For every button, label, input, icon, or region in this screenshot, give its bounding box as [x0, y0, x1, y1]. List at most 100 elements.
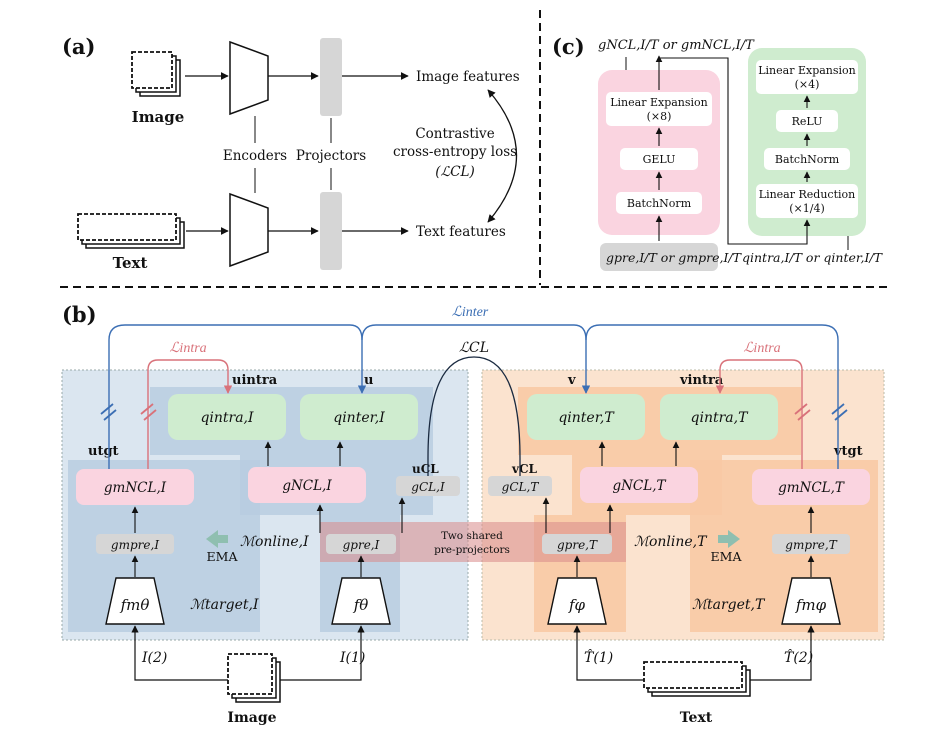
- panel-c: (c) gNCL,I/T or gmNCL,I/T Linear Expansi…: [552, 34, 884, 271]
- g-pre-i-block: [326, 534, 396, 554]
- image-input-stack-icon: [227, 653, 281, 703]
- f-phi-m-text: fmφ: [795, 596, 827, 614]
- ema-left-label: EMA: [207, 549, 239, 564]
- u-label: u: [364, 373, 373, 388]
- g-cl-t-block: [488, 476, 552, 496]
- panel-b-text-label: Text: [680, 710, 713, 726]
- linear-reduction-text: Linear Reduction: [759, 188, 855, 201]
- green-x4-text: (×4): [795, 78, 820, 91]
- gelu-block: [620, 148, 698, 170]
- g-ncl-i-m-block: [76, 469, 194, 505]
- g-pre-i-text: gpre,I: [343, 538, 380, 552]
- m-target-t-label: ℳtarget,T: [692, 597, 766, 613]
- loss-symbol: (ℒCL): [435, 164, 475, 180]
- f-theta-m-text: fmθ: [120, 596, 150, 614]
- relu-text: ReLU: [792, 115, 823, 128]
- shared-line1: Two shared: [441, 530, 503, 542]
- g-cl-i-text: gCL,I: [411, 480, 445, 494]
- projectors-label: Projectors: [296, 148, 366, 164]
- pink-batchnorm-text: BatchNorm: [627, 197, 692, 210]
- panel-c-bottom-left-label: gpre,I/T or gmpre,I/T: [606, 250, 743, 265]
- f-phi-text: fφ: [568, 596, 586, 614]
- loss-line2: cross-entropy loss: [393, 144, 517, 160]
- image-stack-icon: [131, 51, 181, 97]
- panel-c-label: (c): [552, 34, 585, 59]
- image-projector-bar: [320, 38, 342, 116]
- g-pre-t-m-text: gmpre,T: [785, 538, 837, 552]
- shared-line2: pre-projectors: [434, 544, 510, 556]
- g-ncl-t-m-text: gmNCL,T: [778, 480, 845, 496]
- text-stack-icon: [77, 213, 185, 249]
- panel-a-text-label: Text: [113, 254, 148, 272]
- u-intra-label: uintra: [232, 373, 278, 388]
- ema-right-arrow: [718, 530, 740, 548]
- m-online-t-label: ℳonline,T: [634, 534, 708, 550]
- q-intra-i-block: [168, 394, 286, 440]
- v-intra-label: vintra: [679, 373, 724, 388]
- panel-b: (b) Two shared pre-projectors qintra,I q…: [61, 302, 885, 726]
- q-inter-t-text: qinter,T: [558, 410, 615, 426]
- loss-cl-label: ℒCL: [459, 340, 489, 356]
- text-input-stack-icon: [643, 661, 751, 697]
- pink-x8-text: (×8): [647, 110, 672, 123]
- v-tgt-label: vtgt: [833, 444, 863, 459]
- panel-b-label: (b): [62, 302, 97, 327]
- t1-label: T̂(1): [584, 648, 613, 666]
- f-theta-shape: [331, 577, 391, 625]
- loss-intra-right-label: ℒintra: [743, 341, 780, 356]
- pink-batchnorm-block: [616, 192, 702, 214]
- pink-linear-expansion-text: Linear Expansion: [610, 96, 708, 109]
- q-inter-i-block: [300, 394, 418, 440]
- ema-right-label: EMA: [711, 549, 743, 564]
- x-quarter-text: (×1/4): [789, 202, 825, 215]
- g-ncl-t-text: gNCL,T: [612, 478, 666, 494]
- v-label: v: [567, 373, 576, 388]
- q-inter-t-block: [527, 394, 645, 440]
- intra-loss-path-image: [147, 359, 233, 469]
- q-intra-t-text: qintra,T: [691, 410, 750, 426]
- f-theta-text: fθ: [353, 596, 369, 614]
- u-cl-label: uCL: [412, 462, 439, 476]
- g-pre-i-m-text: gmpre,I: [111, 538, 159, 552]
- panel-a-label: (a): [62, 34, 95, 59]
- panel-b-image-label: Image: [227, 710, 276, 726]
- ema-left-arrow: [206, 530, 228, 548]
- panel-a-image-label: Image: [132, 108, 185, 126]
- t2-label: T̂(2): [784, 648, 813, 666]
- m-online-i-label: ℳonline,I: [240, 534, 309, 550]
- panel-a: (a) Image Text Encod: [62, 34, 520, 272]
- g-ncl-i-text: gNCL,I: [282, 478, 332, 494]
- pink-to-green-connector: [659, 57, 811, 245]
- g-ncl-t-block: [580, 467, 698, 503]
- image-features-label: Image features: [416, 69, 520, 85]
- encoders-label: Encoders: [223, 148, 287, 164]
- pre-projector-input-box: [600, 243, 718, 271]
- g-ncl-i-m-text: gmNCL,I: [104, 480, 167, 496]
- text-encoder-shape: [229, 192, 269, 268]
- green-linear-expansion-block: [756, 60, 858, 94]
- loss-intra-left-label: ℒintra: [169, 341, 206, 356]
- pink-linear-expansion-block: [606, 92, 712, 126]
- text-features-label: Text features: [416, 224, 506, 240]
- panel-c-top-label: gNCL,I/T or gmNCL,I/T: [598, 38, 755, 53]
- i2-label: I(2): [141, 650, 167, 666]
- image-encoder-shape: [229, 40, 269, 116]
- green-batchnorm-text: BatchNorm: [775, 153, 840, 166]
- cl-loss-path: [427, 356, 521, 476]
- g-pre-t-m-block: [772, 534, 850, 554]
- g-ncl-t-m-block: [752, 469, 870, 505]
- v-cl-label: vCL: [511, 462, 538, 476]
- inter-loss-path-text: [585, 324, 839, 469]
- relu-block: [776, 110, 838, 132]
- q-intra-t-block: [660, 394, 778, 440]
- inter-loss-path-middle: [361, 324, 591, 394]
- gelu-text: GELU: [643, 153, 676, 166]
- g-cl-i-block: [396, 476, 460, 496]
- green-batchnorm-block: [764, 148, 850, 170]
- intra-loss-path-text: [715, 359, 803, 469]
- g-pre-t-text: gpre,T: [557, 538, 598, 552]
- text-projector-bar: [320, 192, 342, 270]
- panel-c-bottom-right-label: qintra,I/T or qinter,I/T: [742, 250, 884, 265]
- g-pre-t-block: [542, 534, 612, 554]
